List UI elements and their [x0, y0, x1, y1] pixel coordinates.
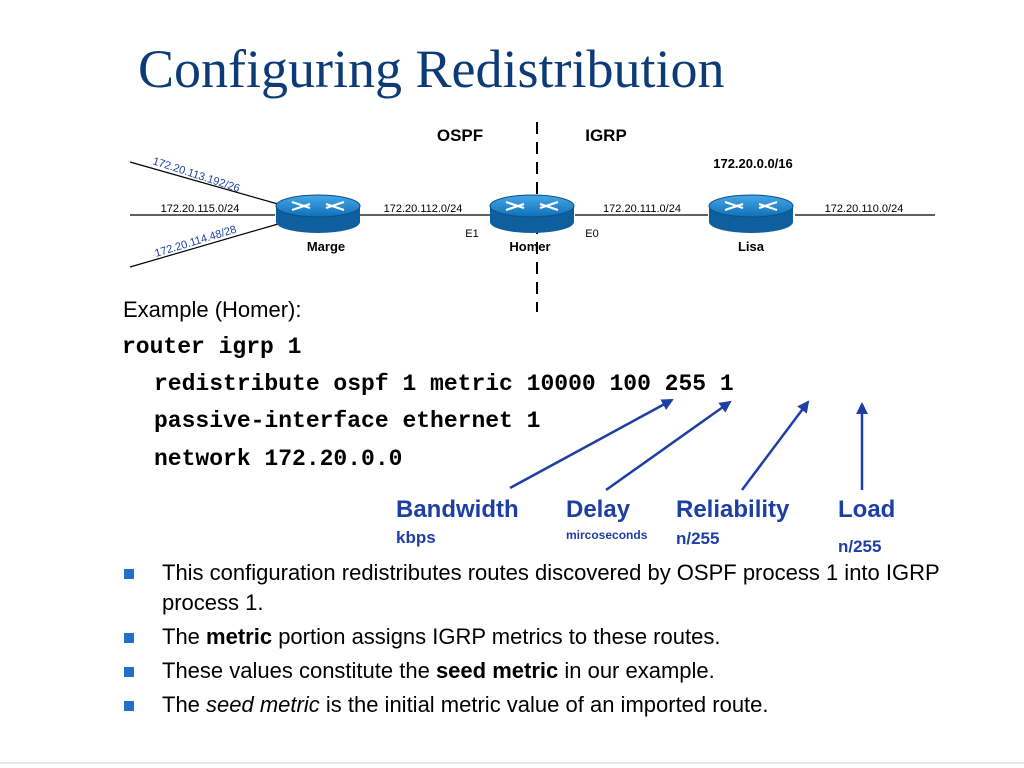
arrow-reliability — [741, 400, 810, 491]
router-marge-icon — [275, 194, 361, 233]
example-label: Example (Homer): — [123, 297, 302, 322]
router-lisa-icon — [708, 194, 794, 233]
bullet-text: The — [162, 624, 207, 649]
slide-title: Configuring Redistribution — [138, 39, 725, 99]
bullet-square-icon — [124, 633, 134, 643]
network-label-marge-left: 172.20.115.0/24 — [161, 203, 240, 215]
bullet-text: portion assigns IGRP metrics to these ro… — [272, 624, 721, 649]
bullet-text: in our example. — [558, 658, 715, 683]
annotation-delay-unit: mircoseconds — [566, 528, 648, 542]
router-label-marge: Marge — [307, 239, 345, 254]
annotation-load-unit: n/255 — [838, 537, 882, 556]
config-line-router: router igrp 1 — [122, 334, 302, 360]
network-label-marge-homer: 172.20.112.0/24 — [384, 203, 463, 215]
bullet-list: This configuration redistributes routes … — [120, 558, 980, 724]
bottom-rule — [0, 762, 1024, 764]
annotation-delay-label: Delay — [566, 496, 631, 523]
link-marge-upper — [129, 161, 279, 205]
annotation-bandwidth-unit: kbps — [396, 528, 436, 547]
bullet-item: The metric portion assigns IGRP metrics … — [120, 622, 980, 652]
router-homer-icon — [489, 194, 575, 233]
supernet-label: 172.20.0.0/16 — [713, 156, 793, 171]
bullet-emphasis: seed metric — [206, 692, 320, 717]
bullet-item: The seed metric is the initial metric va… — [120, 690, 980, 720]
router-label-homer: Homer — [509, 239, 550, 254]
bullet-emphasis: metric — [206, 624, 273, 649]
interface-label-e0: E0 — [585, 228, 598, 240]
bullet-item: This configuration redistributes routes … — [120, 558, 980, 618]
bullet-emphasis: seed metric — [435, 658, 559, 683]
domain-label-ospf: OSPF — [437, 126, 483, 145]
bullet-square-icon — [124, 701, 134, 711]
link-marge-lower — [129, 223, 279, 268]
arrow-delay — [605, 400, 732, 492]
domain-label-igrp: IGRP — [585, 126, 627, 145]
config-line-redistribute: redistribute ospf 1 metric 10000 100 255… — [154, 371, 734, 397]
network-label-homer-lisa: 172.20.111.0/24 — [603, 203, 681, 215]
bullet-text: This configuration redistributes routes … — [162, 560, 940, 615]
interface-label-e1: E1 — [465, 228, 478, 240]
annotation-load-label: Load — [838, 496, 896, 523]
bullet-text: These values constitute the — [162, 658, 436, 683]
bullet-item: These values constitute the seed metric … — [120, 656, 980, 686]
bullet-text: is the initial metric value of an import… — [319, 692, 769, 717]
bullet-square-icon — [124, 569, 134, 579]
config-line-passive: passive-interface ethernet 1 — [154, 408, 541, 434]
bullet-square-icon — [124, 667, 134, 677]
router-label-lisa: Lisa — [738, 239, 765, 254]
config-line-network: network 172.20.0.0 — [154, 446, 403, 472]
arrow-bandwidth — [509, 398, 674, 490]
annotation-reliability-unit: n/255 — [676, 529, 720, 548]
annotation-bandwidth-label: Bandwidth — [396, 496, 519, 523]
bullet-text: The — [162, 692, 207, 717]
network-label-lisa-right: 172.20.110.0/24 — [825, 203, 904, 215]
annotation-reliability-label: Reliability — [676, 496, 790, 523]
network-diagram: OSPF IGRP 172.20.0.0/16 172.20.113.192/2… — [129, 122, 935, 312]
